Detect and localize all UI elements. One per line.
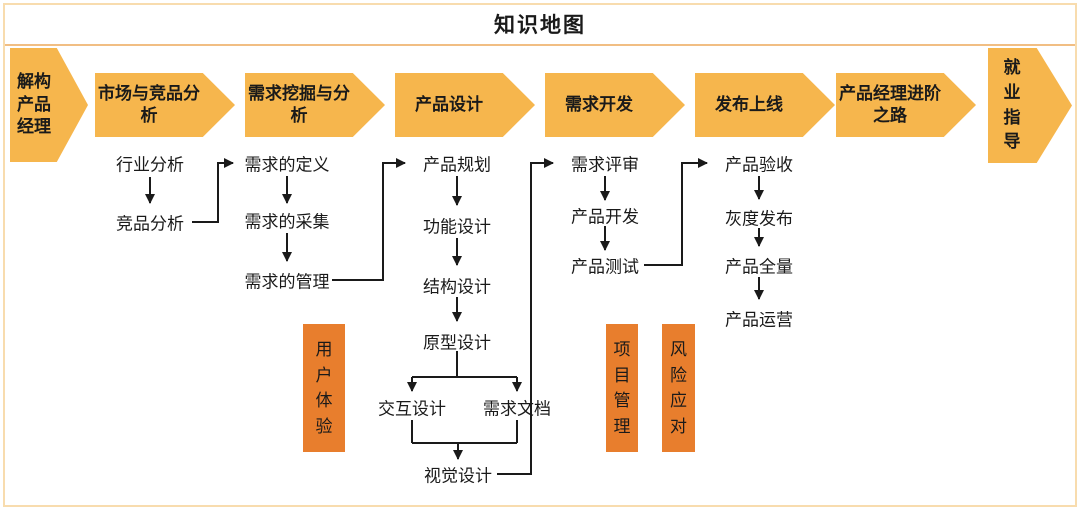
node-requirement-document: 需求文档 [483,399,551,419]
tag-label: 风险应对 [670,340,687,436]
node-product-acceptance: 产品验收 [725,155,793,175]
stage-chevron-release-online: 发布上线 [695,73,835,137]
stage-chevron-pm-advanced-path: 产品经理进阶之路 [836,73,976,137]
node-competitor-analysis: 竞品分析 [116,214,184,234]
stage-label: 产品设计 [415,94,483,114]
tag-label: 用户体验 [315,340,333,436]
node-product-planning: 产品规划 [423,155,491,175]
stage-label: 发布上线 [715,94,783,114]
stage-chevron-requirement-development: 需求开发 [545,73,685,137]
stage-exit-career-guidance: 就业指导 [988,48,1072,163]
stage-chevron-market-competitor-analysis: 市场与竞品分析 [95,73,235,137]
node-requirement-collection: 需求的采集 [244,212,330,232]
stage-chevron-product-design: 产品设计 [395,73,535,137]
node-product-operation: 产品运营 [725,310,793,330]
node-interaction-design: 交互设计 [378,399,446,419]
node-gray-release: 灰度发布 [725,209,793,229]
node-full-rollout: 产品全量 [725,257,793,277]
tag-risk-response: 风险应对 [662,324,695,452]
stage-label: 需求挖掘与分析 [248,83,350,125]
page-title: 知识地图 [494,13,586,37]
stage-entry-label: 解构产品经理 [17,71,51,137]
column-down-arrows [145,176,764,322]
tag-label: 项目管理 [613,340,631,436]
stage-chevron-requirement-mining-analysis: 需求挖掘与分析 [245,73,385,137]
node-product-development: 产品开发 [571,207,639,227]
title-bar: 知识地图 [0,3,1080,44]
node-prototype-design: 原型设计 [423,333,491,353]
stage-entry-deconstruct-pm: 解构产品经理 [10,48,88,162]
node-visual-design: 视觉设计 [424,466,492,486]
tag-project-management: 项目管理 [606,324,638,452]
stage-exit-label: 就业指导 [1003,58,1021,152]
stage-label: 产品经理进阶之路 [839,83,941,125]
node-requirement-definition: 需求的定义 [244,155,330,175]
node-requirement-management: 需求的管理 [244,272,330,292]
node-product-testing: 产品测试 [571,257,639,277]
node-requirement-review: 需求评审 [571,155,639,175]
node-industry-analysis: 行业分析 [116,155,184,175]
node-structure-design: 结构设计 [423,277,491,297]
node-function-design: 功能设计 [423,217,491,237]
stage-label: 需求开发 [565,94,633,114]
stage-label: 市场与竞品分析 [98,83,200,125]
tag-user-experience: 用户体验 [303,324,345,452]
title-divider [5,44,1075,46]
